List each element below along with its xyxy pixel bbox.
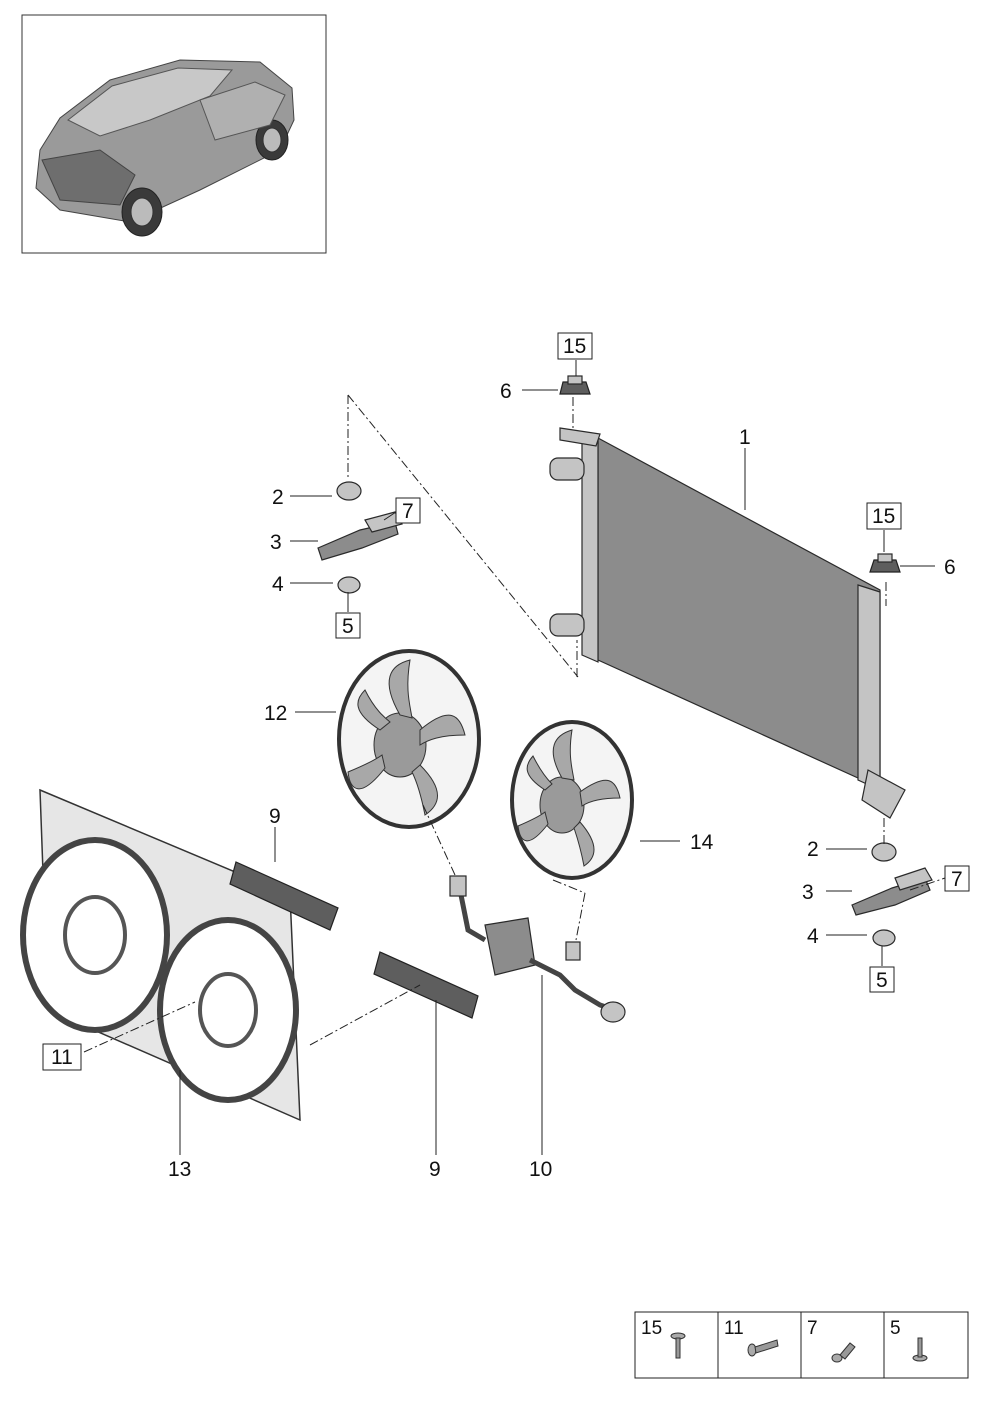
callout-4-right: 4 xyxy=(807,925,819,948)
bolt-5-icon xyxy=(912,1337,928,1362)
callout-7-right-box xyxy=(944,865,970,892)
fan-control-unit xyxy=(449,875,626,1023)
callout-7-right: 7 xyxy=(951,868,963,891)
callout-14: 14 xyxy=(690,831,714,854)
callout-6-right: 6 xyxy=(944,556,956,579)
callout-7-left-box xyxy=(395,497,421,524)
legend-item-7: 7 xyxy=(807,1318,818,1339)
callout-15-top: 15 xyxy=(563,335,586,358)
fan-14 xyxy=(510,720,634,880)
callout-10: 10 xyxy=(529,1158,552,1181)
callout-3-left: 3 xyxy=(270,531,282,554)
callout-6-top: 6 xyxy=(500,380,512,403)
leader-lines xyxy=(83,360,946,1155)
callout-2-right: 2 xyxy=(807,838,819,861)
callouts: 1 15 6 15 6 2 3 4 7 5 2 3 4 7 5 12 14 9 … xyxy=(42,332,970,1181)
car-illustration xyxy=(35,59,295,237)
callout-11: 11 xyxy=(51,1046,73,1069)
callout-5-right: 5 xyxy=(876,969,888,992)
legend-item-5: 5 xyxy=(890,1318,901,1339)
callout-15-top-box xyxy=(557,332,593,360)
bracket-assembly-left xyxy=(317,481,403,594)
callout-15-right: 15 xyxy=(872,505,895,528)
bracket-assembly-right xyxy=(851,842,933,947)
callout-12: 12 xyxy=(264,702,287,725)
callout-2-left: 2 xyxy=(272,486,284,509)
callout-7-left: 7 xyxy=(402,500,414,523)
seal-strip-upper xyxy=(229,861,339,931)
bolt-7-icon xyxy=(831,1342,856,1363)
vehicle-thumbnail xyxy=(21,14,327,254)
callout-13: 13 xyxy=(168,1158,191,1181)
bolt-15-icon xyxy=(670,1332,686,1359)
legend-item-11: 11 xyxy=(724,1318,744,1339)
callout-9-upper: 9 xyxy=(269,805,281,828)
callout-5-left-box xyxy=(335,612,361,639)
bolt-11-icon xyxy=(747,1339,779,1357)
mount-rubber-6-right xyxy=(869,553,901,573)
fastener-legend: 15 11 7 5 xyxy=(634,1311,969,1379)
radiator xyxy=(549,427,906,819)
callout-3-right: 3 xyxy=(802,881,814,904)
callout-9-lower: 9 xyxy=(429,1158,441,1181)
callout-11-box xyxy=(42,1043,82,1071)
callout-5-left: 5 xyxy=(342,615,354,638)
fan-12 xyxy=(337,649,481,829)
callout-15-right-box xyxy=(866,502,902,530)
seal-strip-lower xyxy=(373,951,479,1019)
callout-1: 1 xyxy=(739,426,751,449)
callout-5-right-box xyxy=(869,966,895,993)
legend-item-15: 15 xyxy=(641,1318,662,1339)
mount-rubber-6-top xyxy=(559,375,591,395)
callout-4-left: 4 xyxy=(272,573,284,596)
